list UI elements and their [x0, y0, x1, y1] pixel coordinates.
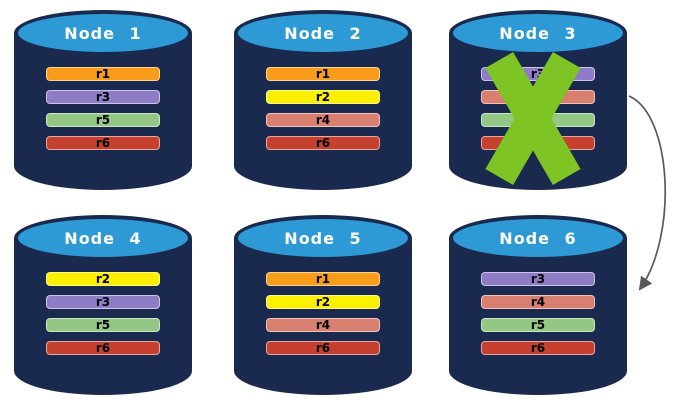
cylinder-body: [449, 238, 627, 395]
node-3-cylinder: r3 Node 3: [449, 10, 627, 190]
replica-list: r1 r3 r5 r6: [46, 67, 160, 159]
replica-bar: r4: [481, 295, 595, 309]
replica-bar: r6: [481, 341, 595, 355]
replica-label: r4: [315, 318, 331, 332]
node-1-cylinder: r1 r3 r5 r6 Node 1: [14, 10, 192, 190]
replica-list: r1 r2 r4 r6: [266, 67, 380, 159]
replica-bar: r2: [266, 90, 380, 104]
replica-label: r5: [95, 318, 111, 332]
replica-list: r1 r2 r4 r6: [266, 272, 380, 364]
replica-bar: r3: [46, 295, 160, 309]
replica-bar: r6: [46, 341, 160, 355]
replica-bar: r6: [266, 136, 380, 150]
replica-bar: r5: [46, 113, 160, 127]
node-title: Node 6: [499, 228, 577, 248]
replica-bar: r6: [266, 341, 380, 355]
replica-bar: r6: [46, 136, 160, 150]
cylinder-top: Node 5: [234, 215, 412, 261]
cylinder-body: [14, 33, 192, 190]
node-title: Node 3: [499, 23, 577, 43]
replica-bar: r3: [481, 272, 595, 286]
replica-list: r3 r4 r5 r6: [481, 272, 595, 364]
cylinder-top: Node 6: [449, 215, 627, 261]
node-title: Node 2: [284, 23, 362, 43]
replica-bar: r1: [46, 67, 160, 81]
failover-arrow: [628, 95, 667, 291]
cylinder-top: Node 1: [14, 10, 192, 56]
replica-label: r3: [530, 272, 546, 286]
node-title: Node 1: [64, 23, 142, 43]
replica-label: r5: [95, 113, 111, 127]
node-4-cylinder: r2 r3 r5 r6 Node 4: [14, 215, 192, 395]
cylinder-top: Node 3: [449, 10, 627, 56]
replica-label: r6: [315, 136, 331, 150]
replica-label: r3: [95, 90, 111, 104]
replica-label: r2: [315, 295, 331, 309]
replica-label: r1: [95, 67, 111, 81]
node-title: Node 4: [64, 228, 142, 248]
cylinder-top: Node 4: [14, 215, 192, 261]
node-2-cylinder: r1 r2 r4 r6 Node 2: [234, 10, 412, 190]
replica-bar: r5: [481, 318, 595, 332]
replica-list: r2 r3 r5 r6: [46, 272, 160, 364]
replica-label: r6: [95, 341, 111, 355]
replica-label: r6: [530, 341, 546, 355]
replica-bar: r4: [266, 113, 380, 127]
replica-bar: r5: [46, 318, 160, 332]
cylinder-top: Node 2: [234, 10, 412, 56]
replica-bar: r3: [46, 90, 160, 104]
replica-bar: r1: [266, 272, 380, 286]
replica-label: r6: [315, 341, 331, 355]
cylinder-body: [14, 238, 192, 395]
replica-label: r2: [315, 90, 331, 104]
replica-label: r5: [530, 318, 546, 332]
replica-bar: r1: [266, 67, 380, 81]
cylinder-body: [234, 238, 412, 395]
node-6-cylinder: r3 r4 r5 r6 Node 6: [449, 215, 627, 395]
replica-label: r4: [315, 113, 331, 127]
replica-label: r1: [315, 272, 331, 286]
cylinder-body: [234, 33, 412, 190]
replica-label: r2: [95, 272, 111, 286]
replica-bar: r4: [266, 318, 380, 332]
replica-label: r6: [95, 136, 111, 150]
replica-label: r4: [530, 295, 546, 309]
replica-label: r1: [315, 67, 331, 81]
replica-label: r3: [95, 295, 111, 309]
node-5-cylinder: r1 r2 r4 r6 Node 5: [234, 215, 412, 395]
node-title: Node 5: [284, 228, 362, 248]
failure-x-icon: [449, 10, 627, 190]
replica-bar: r2: [266, 295, 380, 309]
replica-bar: r2: [46, 272, 160, 286]
